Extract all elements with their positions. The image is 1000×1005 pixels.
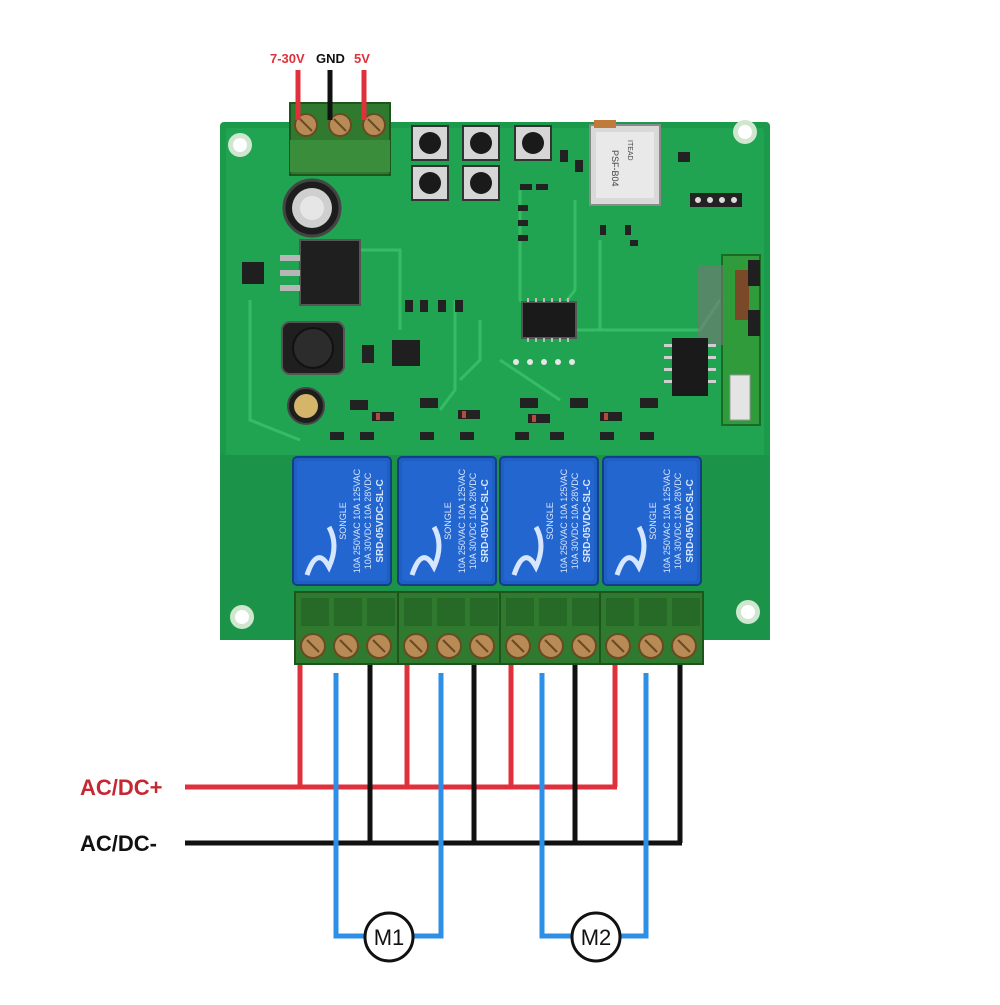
terminal-slot [334, 598, 362, 626]
wire-m2-right [619, 673, 649, 939]
motor-m1-label: M1 [374, 925, 405, 950]
power-input-wires [295, 70, 367, 120]
relay-brand: SONGLE [338, 502, 348, 540]
screw-slot [511, 639, 525, 653]
rf-receiver-module [698, 254, 761, 426]
capacitor-large [282, 178, 342, 238]
relay-face [402, 461, 492, 581]
label-positive: AC/DC+ [80, 775, 163, 800]
power-terminal-block [289, 102, 391, 176]
power-label-gnd: GND [316, 51, 345, 66]
screw-slot [442, 639, 456, 653]
transistor [392, 340, 420, 366]
motor-m2-label: M2 [581, 925, 612, 950]
relay-rating-2: 10A 30VDC 10A 28VDC [570, 472, 580, 569]
terminal-slot [672, 598, 700, 626]
relay-rating-2: 10A 30VDC 10A 28VDC [468, 472, 478, 569]
screw-slot [409, 639, 423, 653]
wifi-module: PSF-B04 ITEAD [589, 120, 661, 206]
power-label-7-30v: 7-30V [270, 51, 305, 66]
button-4 [411, 165, 449, 201]
screw-slot [339, 639, 353, 653]
screw-slot [306, 639, 320, 653]
terminal-block-1 [294, 591, 399, 665]
screw-slot [644, 639, 658, 653]
label-negative: AC/DC- [80, 831, 157, 856]
load-wiring [185, 665, 683, 939]
relay-face [607, 461, 697, 581]
power-label-5v: 5V [354, 51, 370, 66]
terminal-slot [470, 598, 498, 626]
voltage-regulator [242, 239, 361, 306]
relay-rating-2: 10A 30VDC 10A 28VDC [673, 472, 683, 569]
songle-logo-icon [614, 525, 647, 576]
terminal-slot [639, 598, 667, 626]
screw-slot [677, 639, 691, 653]
output-terminal-group [294, 591, 704, 665]
smd-resistor [362, 345, 374, 363]
relay-rating-1: 10A 250VAC 10A 125VAC [559, 468, 569, 573]
terminal-slot [606, 598, 634, 626]
via-row [513, 359, 575, 365]
wire-m2-left [539, 673, 573, 939]
wire-m1-right [412, 673, 444, 939]
driver-components [330, 398, 658, 440]
songle-logo-icon [511, 525, 544, 576]
motor-m1: M1 [363, 911, 415, 963]
screw-slot [544, 639, 558, 653]
relay-brand: SONGLE [648, 502, 658, 540]
songle-logo-icon [304, 525, 337, 576]
terminal-slot [506, 598, 534, 626]
button-5 [462, 165, 500, 201]
relay-model: SRD-05VDC-SL-C [375, 479, 386, 562]
relay-face [504, 461, 594, 581]
songle-logo-icon [409, 525, 442, 576]
relay-rating-1: 10A 250VAC 10A 125VAC [352, 468, 362, 573]
terminal-slot [437, 598, 465, 626]
screw-slot [475, 639, 489, 653]
relay-face [297, 461, 387, 581]
terminal-slot [404, 598, 432, 626]
header-pins [690, 193, 742, 207]
relay-rating-1: 10A 250VAC 10A 125VAC [662, 468, 672, 573]
mounting-holes [228, 120, 760, 629]
smd-components-top [405, 150, 690, 312]
relay-model: SRD-05VDC-SL-C [685, 479, 696, 562]
capacitor-small [287, 387, 325, 425]
screw-slot [577, 639, 591, 653]
terminal-slot [367, 598, 395, 626]
button-1 [411, 125, 449, 161]
relay-rating-2: 10A 30VDC 10A 28VDC [363, 472, 373, 569]
relay-brand: SONGLE [545, 502, 555, 540]
mcu-chip [521, 298, 577, 342]
button-3 [514, 125, 552, 161]
relay-model: SRD-05VDC-SL-C [582, 479, 593, 562]
terminal-block-2 [397, 591, 502, 665]
ic-dip [664, 338, 716, 396]
terminal-slot [539, 598, 567, 626]
relay-brand: SONGLE [443, 502, 453, 540]
motor-m2: M2 [570, 911, 622, 963]
wifi-module-label: PSF-B04 [610, 150, 620, 187]
terminal-block-4 [599, 591, 704, 665]
button-2 [462, 125, 500, 161]
push-buttons [411, 125, 552, 201]
wifi-module-label-2: ITEAD [626, 140, 633, 161]
terminal-block-3 [499, 591, 604, 665]
screw-slot [611, 639, 625, 653]
terminal-slot [301, 598, 329, 626]
screw-slot [372, 639, 386, 653]
wire-m1-left [333, 673, 366, 939]
inductor [281, 321, 345, 375]
relay-model: SRD-05VDC-SL-C [480, 479, 491, 562]
terminal-slot [572, 598, 600, 626]
relay-rating-1: 10A 250VAC 10A 125VAC [457, 468, 467, 573]
